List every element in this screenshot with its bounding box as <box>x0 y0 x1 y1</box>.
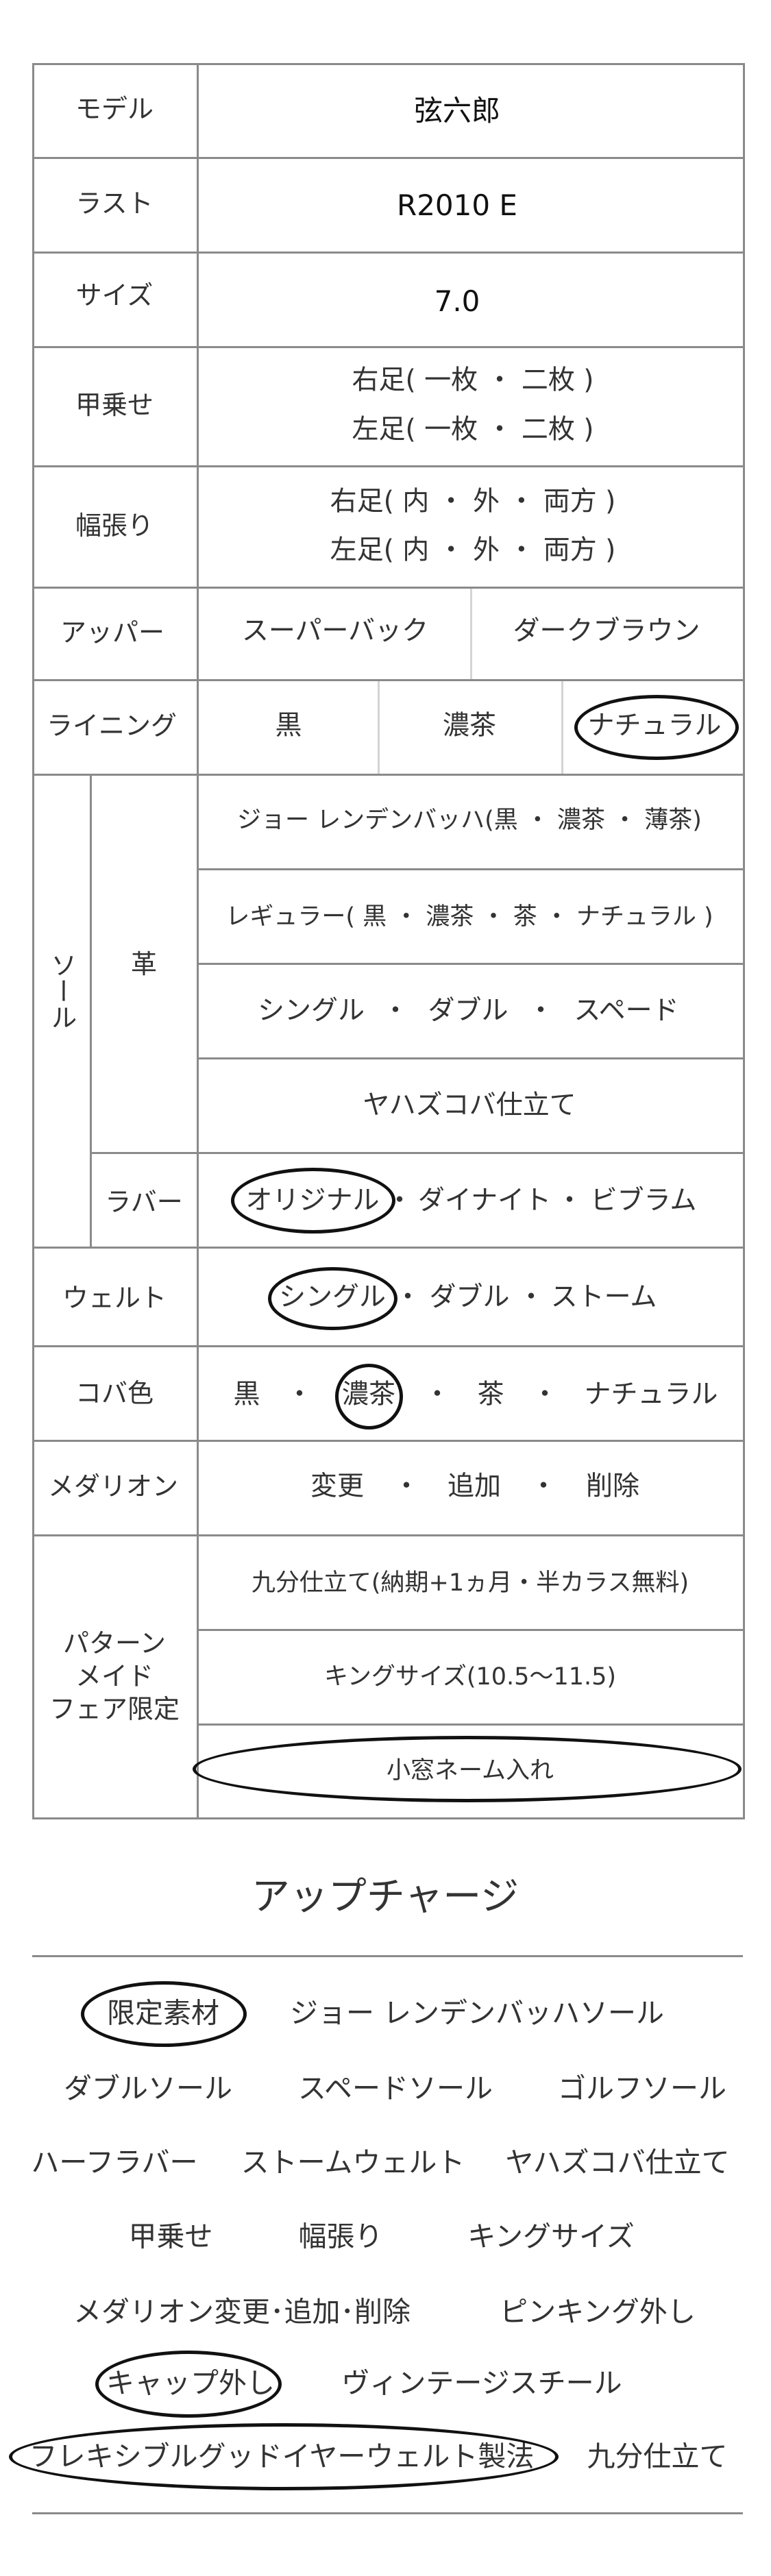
leather-sole-jr: ジョー レンデンバッハ(黒 ・ 濃茶 ・ 薄茶) <box>237 807 702 834</box>
last-label: ラスト <box>75 188 154 219</box>
upper-material: スーパーバック <box>241 615 429 647</box>
sole-type-option: ダブル <box>428 995 509 1027</box>
divider <box>32 1955 743 1957</box>
rubber-option: ダイナイト <box>417 1185 552 1216</box>
sole-rubber-label: ラバー <box>105 1187 183 1218</box>
upper-label: アッパー <box>60 617 165 648</box>
upcharge-title: アップチャージ <box>251 1874 519 1919</box>
upcharge-item: スペードソール <box>297 2072 493 2105</box>
edge-color-option: ナチュラル <box>584 1379 718 1410</box>
pattern-option: キングサイズ(10.5〜11.5) <box>323 1663 617 1691</box>
sole-type-option: スペード <box>574 995 679 1027</box>
medallion-option: 追加 <box>447 1471 502 1502</box>
upcharge-item: 九分仕立て <box>587 2440 728 2473</box>
welt-label: ウェルト <box>62 1283 167 1314</box>
separator: ・ <box>531 1379 559 1410</box>
label-cell <box>32 1534 199 1819</box>
medallion-option: 削除 <box>585 1471 640 1502</box>
welt-option: ストーム <box>550 1281 657 1313</box>
last-value: R2010 E <box>397 188 517 222</box>
value-cell <box>197 252 745 348</box>
value-cell <box>197 963 745 1059</box>
divider <box>32 2512 743 2514</box>
separator: ・ <box>424 1379 451 1410</box>
upcharge-item: ダブルソール <box>64 2072 232 2105</box>
width-stretch-label: 幅張り <box>75 511 154 541</box>
label-cell <box>32 1247 199 1347</box>
instep-right: 右足( 一枚 ・ 二枚 ) <box>352 365 594 396</box>
value-cell <box>197 1057 745 1154</box>
yahazu-koba: ヤハズコバ仕立て <box>363 1090 576 1121</box>
lining-option: 濃茶 <box>442 710 497 741</box>
selection-circle <box>231 1168 395 1234</box>
medallion-option: 変更 <box>310 1471 365 1502</box>
upcharge-item: ストームウェルト <box>241 2146 465 2179</box>
value-cell <box>197 1345 745 1442</box>
pattern-label-line: メイド <box>75 1661 154 1691</box>
value-cell <box>197 346 745 467</box>
upcharge-item: ヴィンテージスチール <box>341 2366 622 2400</box>
upcharge-item: ゴルフソール <box>558 2072 726 2105</box>
lining-option: 黒 <box>275 710 302 741</box>
selection-circle <box>81 1981 247 2047</box>
divider <box>561 681 563 774</box>
sole-leather-label: 革 <box>130 949 158 980</box>
label-cell <box>32 252 199 348</box>
separator: ・ <box>394 1281 421 1313</box>
edge-color-option: 茶 <box>477 1379 504 1410</box>
welt-option: ダブル <box>429 1281 510 1313</box>
separator: ・ <box>556 1185 583 1216</box>
model-label: モデル <box>75 94 154 125</box>
upcharge-item: メダリオン変更･追加･削除 <box>73 2295 411 2329</box>
medallion-label: メダリオン <box>47 1471 179 1502</box>
separator: ・ <box>530 1471 557 1502</box>
size-value: 7.0 <box>434 284 480 318</box>
upcharge-item: ヤハズコバ仕立て <box>505 2146 730 2179</box>
width-stretch-right: 右足( 内 ・ 外 ・ 両方 ) <box>330 486 616 517</box>
upper-color: ダークブラウン <box>513 615 700 647</box>
pattern-label-line: フェア限定 <box>49 1694 180 1724</box>
edge-color-option: 黒 <box>233 1379 260 1410</box>
label-cell <box>32 63 199 159</box>
label-cell <box>90 1152 199 1249</box>
selection-circle <box>95 2351 282 2418</box>
divider <box>470 589 472 679</box>
sole-label: ソール <box>46 952 77 1030</box>
size-label: サイズ <box>75 280 154 311</box>
separator: ・ <box>527 995 554 1027</box>
width-stretch-left: 左足( 内 ・ 外 ・ 両方 ) <box>330 535 616 566</box>
upcharge-item: ハーフラバー <box>31 2146 198 2179</box>
lining-label: ライニング <box>46 711 178 741</box>
selection-circle <box>268 1267 397 1330</box>
model-value: 弦六郎 <box>413 93 501 127</box>
selection-circle <box>9 2423 559 2490</box>
separator: ・ <box>286 1379 313 1410</box>
divider <box>378 681 380 774</box>
separator: ・ <box>382 995 409 1027</box>
selection-circle <box>335 1364 403 1430</box>
instep-left: 左足( 一枚 ・ 二枚 ) <box>352 414 594 445</box>
selection-circle <box>193 1736 742 1802</box>
rubber-option: ビブラム <box>590 1185 697 1216</box>
leather-sole-regular: レギュラー( 黒 ・ 濃茶 ・ 茶 ・ ナチュラル ) <box>225 903 713 931</box>
instep-label: 甲乗せ <box>75 390 154 421</box>
pattern-label-line: パターン <box>62 1628 167 1658</box>
upcharge-item: ピンキング外し <box>500 2295 696 2329</box>
edge-color-label: コバ色 <box>75 1378 154 1409</box>
upcharge-item: 甲乗せ <box>128 2220 213 2253</box>
upcharge-item: キングサイズ <box>467 2220 635 2253</box>
separator: ・ <box>393 1471 420 1502</box>
upcharge-item: 幅張り <box>298 2220 383 2253</box>
value-cell <box>197 465 745 589</box>
selection-circle <box>574 695 739 760</box>
upcharge-item: ジョー レンデンバッハソール <box>289 1996 665 2030</box>
pattern-option: 九分仕立て(納期+1ヵ月・半カラス無料) <box>251 1569 689 1597</box>
sole-type-option: シングル <box>257 995 365 1027</box>
separator: ・ <box>517 1281 545 1313</box>
value-cell <box>197 63 745 159</box>
